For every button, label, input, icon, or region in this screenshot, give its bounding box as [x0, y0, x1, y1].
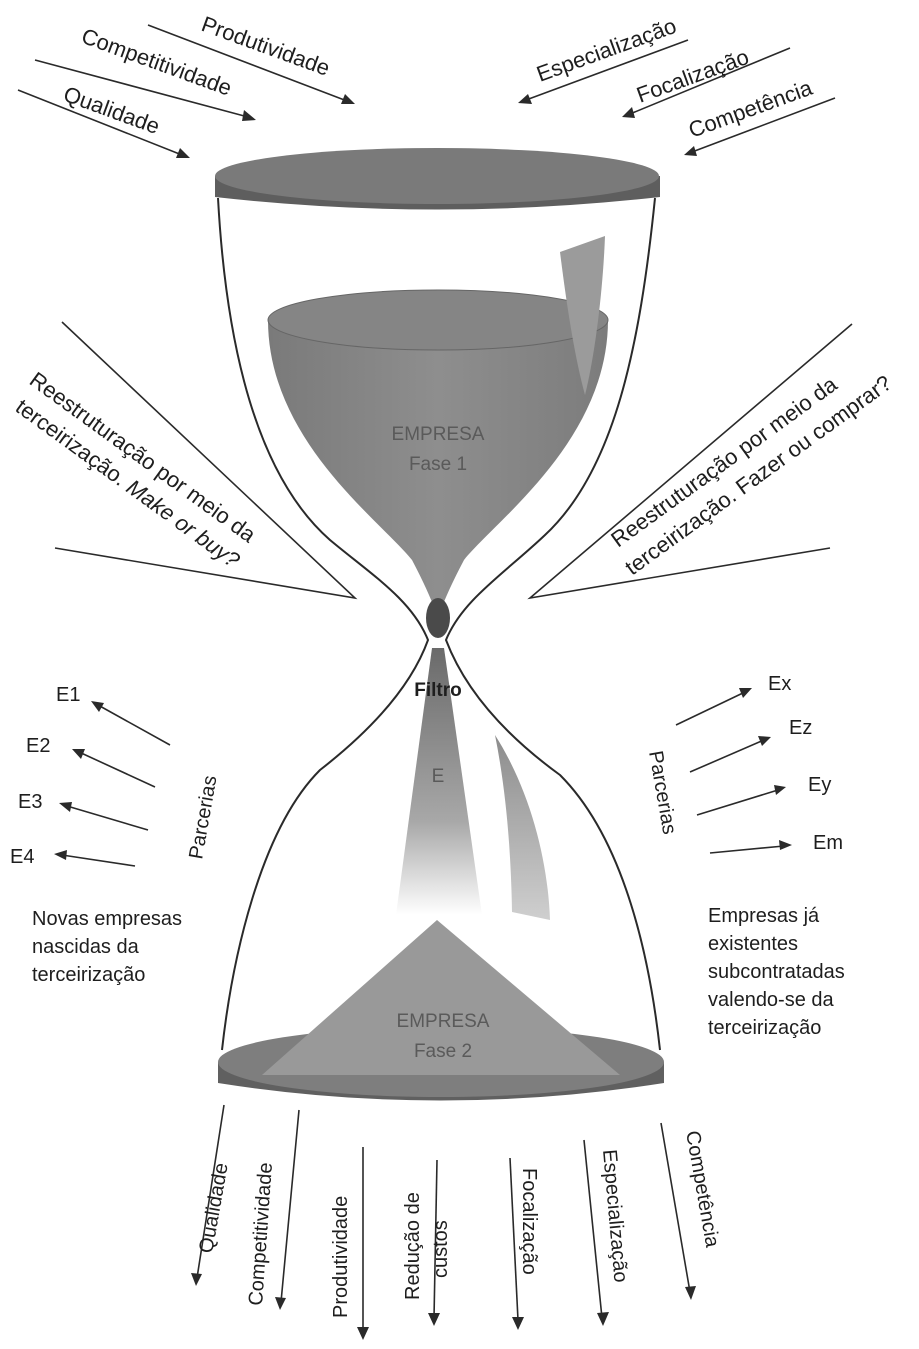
upper-vessel-title: EMPRESA: [392, 424, 485, 445]
left-wedge: [54, 321, 358, 600]
stream-label: E: [432, 766, 445, 787]
left-partner-e4: E4: [10, 846, 34, 868]
left-parcerias-label: Parcerias: [185, 774, 221, 861]
top-disc: [215, 148, 660, 210]
left-caption-line2: nascidas da: [32, 936, 140, 958]
right-partner-ez: Ez: [789, 717, 812, 739]
upper-funnel: [267, 289, 609, 602]
output-especializacao: Especialização: [598, 1149, 632, 1284]
left-partner-e2: E2: [26, 735, 50, 757]
left-partner-arrows: [54, 701, 171, 867]
lower-stream: [396, 648, 482, 915]
left-partner-e1: E1: [56, 684, 80, 706]
right-wedge: [527, 323, 853, 600]
right-wedge-line1: Reestruturação por meio da: [606, 371, 842, 552]
filter-node: [426, 598, 450, 638]
right-wedge-line2: terceirização. Fazer ou comprar?: [620, 370, 896, 580]
bottom-output-arrows: [191, 1104, 696, 1340]
left-partner-e3: E3: [18, 791, 42, 813]
output-qualidade: Qualidade: [195, 1161, 233, 1255]
lower-glass-reflection: [495, 735, 550, 920]
right-partner-ey: Ey: [808, 774, 831, 796]
top-left-input-arrows: [17, 24, 355, 158]
lower-vessel-title: EMPRESA: [397, 1011, 490, 1032]
right-caption-line5: terceirização: [708, 1017, 821, 1039]
output-competitividade: Competitividade: [245, 1162, 277, 1307]
left-caption-line3: terceirização: [32, 964, 145, 986]
right-partner-ex: Ex: [768, 673, 791, 695]
left-wedge-line2: terceirização. Make or buy?: [11, 394, 245, 574]
output-custos: custos: [430, 1220, 452, 1278]
upper-vessel-subtitle: Fase 1: [409, 454, 467, 475]
right-caption-line1: Empresas já: [708, 905, 820, 927]
upper-glass-reflection: [560, 236, 605, 395]
right-partner-em: Em: [813, 832, 843, 854]
output-competencia: Competência: [681, 1129, 723, 1250]
right-caption-line4: valendo-se da: [708, 989, 835, 1011]
top-right-input-arrows: [518, 39, 836, 156]
left-caption-line1: Novas empresas: [32, 908, 182, 930]
right-parcerias-label: Parcerias: [644, 749, 680, 836]
right-caption-line2: existentes: [708, 933, 798, 955]
right-caption-line3: subcontratadas: [708, 961, 845, 983]
filter-label: Filtro: [414, 680, 462, 701]
lower-pyramid: [262, 920, 620, 1075]
right-partner-arrows: [675, 688, 792, 854]
left-wedge-line1: Reestruturação por meio da: [25, 367, 261, 548]
lower-vessel-subtitle: Fase 2: [414, 1041, 472, 1062]
output-reducao-de: Redução de: [402, 1192, 424, 1300]
input-competencia: Competência: [685, 75, 816, 143]
output-focalizacao: Focalização: [518, 1168, 540, 1275]
output-produtividade: Produtividade: [330, 1196, 352, 1318]
hourglass-glass-outline: [217, 197, 661, 1051]
